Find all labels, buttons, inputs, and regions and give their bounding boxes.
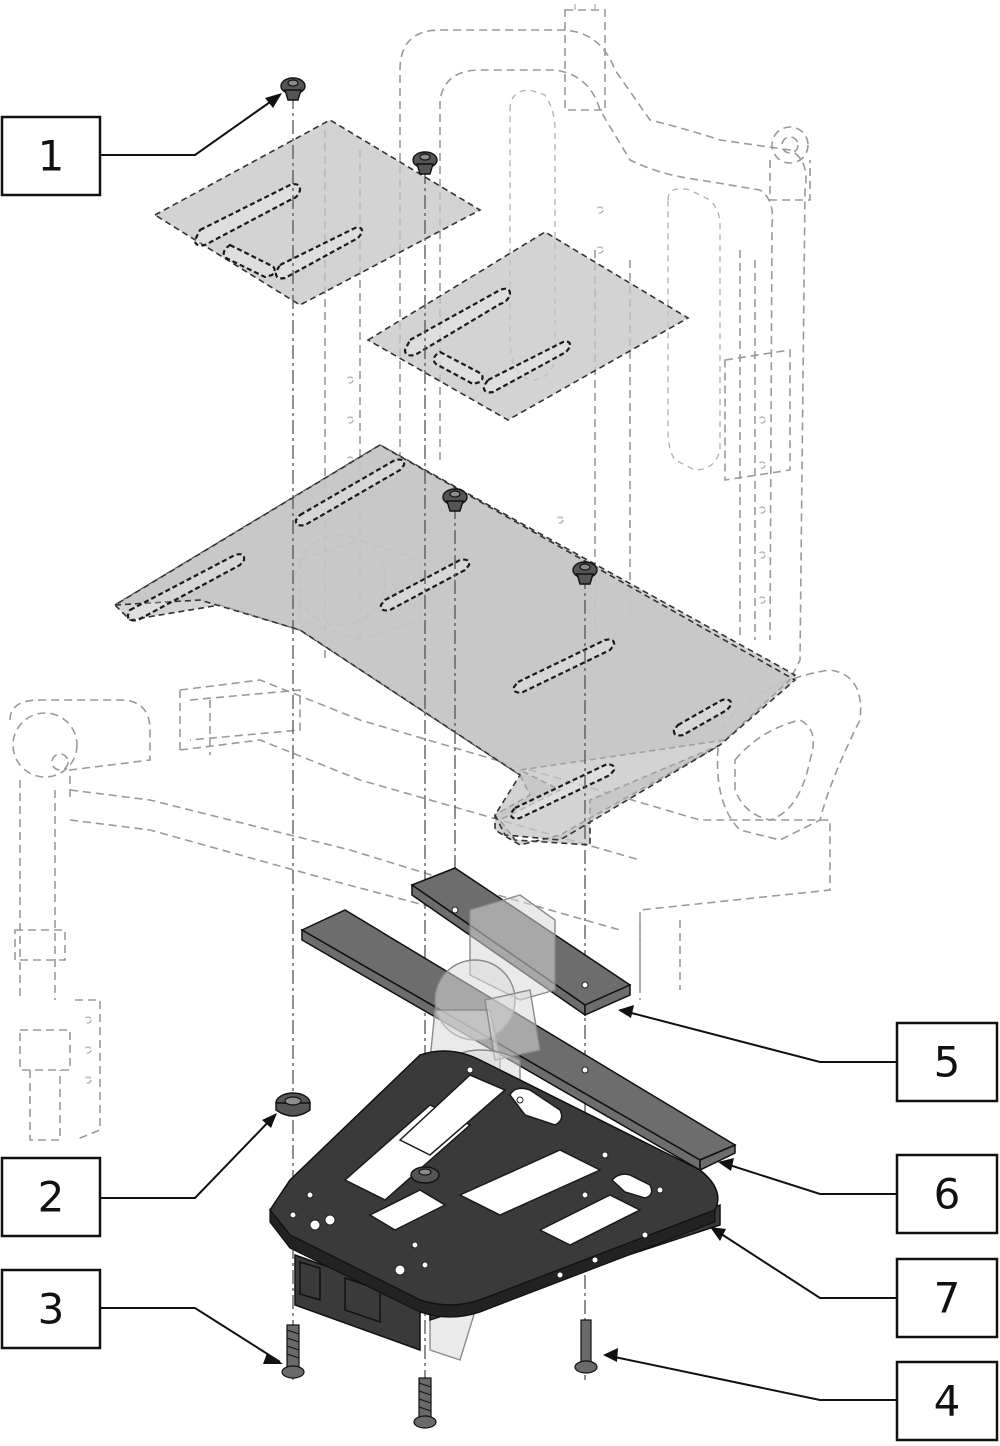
callout-1: 1 (0, 115, 102, 197)
spacer-washer (275, 1092, 311, 1117)
bolt-left (281, 1324, 305, 1379)
plate-insert (410, 1166, 440, 1184)
callout-2-label: 2 (38, 1173, 65, 1222)
top-plate-right (366, 231, 690, 421)
callout-6-label: 6 (934, 1170, 961, 1219)
callout-4: 4 (895, 1360, 999, 1442)
callout-2: 2 (0, 1156, 102, 1238)
callout-4-label: 4 (934, 1377, 961, 1426)
bolt-center (413, 1377, 437, 1429)
mounting-plate (269, 1050, 721, 1352)
mounting-plate-holes (289, 1066, 664, 1279)
callout-3: 3 (0, 1268, 102, 1350)
callout-7-label: 7 (934, 1274, 961, 1323)
callout-5: 5 (895, 1021, 999, 1103)
leader-lines (100, 93, 897, 1401)
top-plate-left (153, 119, 482, 306)
insert-washer (412, 151, 438, 175)
insert-washer (280, 77, 306, 101)
callout-1-label: 1 (38, 132, 65, 181)
callout-5-label: 5 (934, 1038, 961, 1087)
bolt-right (574, 1319, 598, 1374)
insert-washer (572, 561, 598, 585)
insert-washers (280, 77, 598, 585)
callout-3-label: 3 (38, 1285, 65, 1334)
insert-washer (442, 488, 468, 512)
callout-6: 6 (895, 1153, 999, 1235)
callout-7: 7 (895, 1257, 999, 1339)
